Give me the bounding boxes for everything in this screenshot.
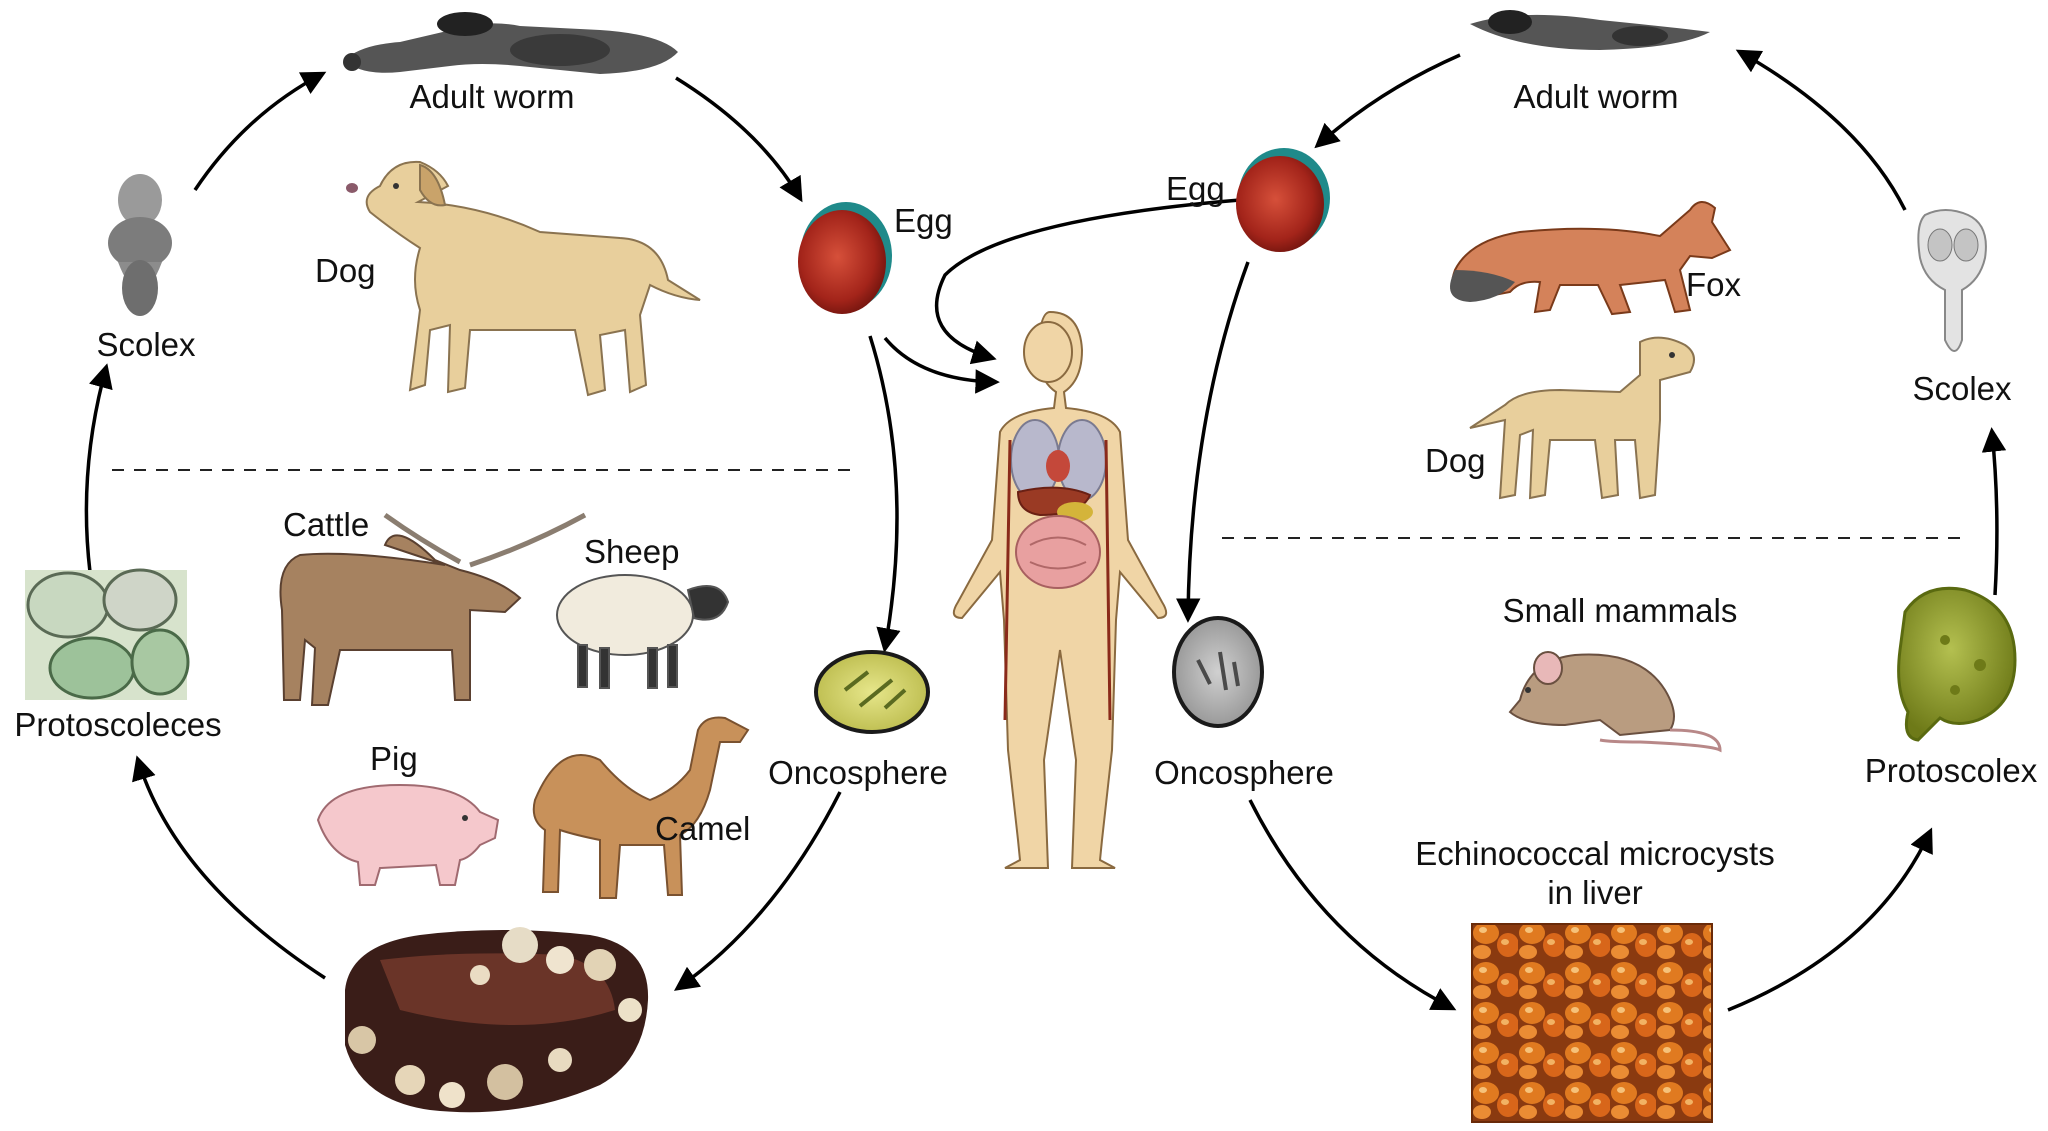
label-cattle: Cattle xyxy=(283,508,369,541)
arrow-adult-to-egg-right xyxy=(1318,55,1460,145)
label-scolex-right: Scolex xyxy=(1912,372,2011,405)
sheep-illustration xyxy=(557,575,728,688)
label-protoscolex: Protoscolex xyxy=(1865,754,2037,787)
label-fox: Fox xyxy=(1686,268,1741,301)
echinococcal-microcysts-image xyxy=(1472,924,1712,1122)
egg-image-right xyxy=(1236,148,1330,252)
arrow-protoscoleces-to-scolex xyxy=(86,368,106,572)
cattle-illustration xyxy=(280,515,585,705)
protoscoleces-image-left xyxy=(25,570,188,700)
arrow-egg-to-oncosphere-right xyxy=(1188,262,1248,618)
label-adult-worm-left: Adult worm xyxy=(409,80,574,113)
label-pig: Pig xyxy=(370,742,418,775)
scolex-image-left xyxy=(108,174,172,316)
oncosphere-image-left xyxy=(816,652,928,732)
label-dog-right: Dog xyxy=(1425,444,1486,477)
label-echinococcal-microcysts: Echinococcal microcysts in liver xyxy=(1415,835,1774,913)
human-figure xyxy=(954,312,1166,868)
arrow-liver-to-protoscoleces xyxy=(138,760,325,978)
label-adult-worm-right: Adult worm xyxy=(1513,80,1678,113)
adult-worm-image-right xyxy=(1470,10,1710,50)
pig-illustration xyxy=(318,785,498,885)
arrow-egg-to-human-right xyxy=(937,200,1240,358)
arrow-adult-to-egg xyxy=(676,78,800,198)
hydatid-cyst-liver-image xyxy=(345,927,648,1112)
arrow-scolex-to-adult-right xyxy=(1740,52,1905,210)
label-sheep: Sheep xyxy=(584,535,679,568)
mouse-illustration xyxy=(1510,652,1720,750)
arrow-scolex-to-adult xyxy=(195,74,322,190)
arrow-egg-to-oncosphere xyxy=(870,336,897,648)
protoscolex-image-right xyxy=(1899,588,2015,740)
label-oncosphere-right: Oncosphere xyxy=(1154,756,1334,789)
label-egg-left: Egg xyxy=(894,204,953,237)
arrow-protoscolex-to-scolex xyxy=(1992,432,1997,595)
dog-illustration-right xyxy=(1470,338,1694,498)
label-camel: Camel xyxy=(655,812,750,845)
label-egg-right: Egg xyxy=(1166,172,1225,205)
label-dog-left: Dog xyxy=(315,254,376,287)
arrow-egg-to-human xyxy=(885,338,995,382)
dog-illustration-left xyxy=(346,162,700,395)
label-oncosphere-left: Oncosphere xyxy=(768,756,948,789)
adult-worm-image-left xyxy=(343,12,678,74)
label-scolex-left: Scolex xyxy=(96,328,195,361)
egg-image-left xyxy=(798,202,892,314)
label-protoscoleces: Protoscoleces xyxy=(14,708,221,741)
label-small-mammals: Small mammals xyxy=(1503,594,1738,627)
oncosphere-image-right xyxy=(1174,618,1262,726)
camel-illustration xyxy=(534,718,748,899)
scolex-image-right xyxy=(1918,210,1986,351)
